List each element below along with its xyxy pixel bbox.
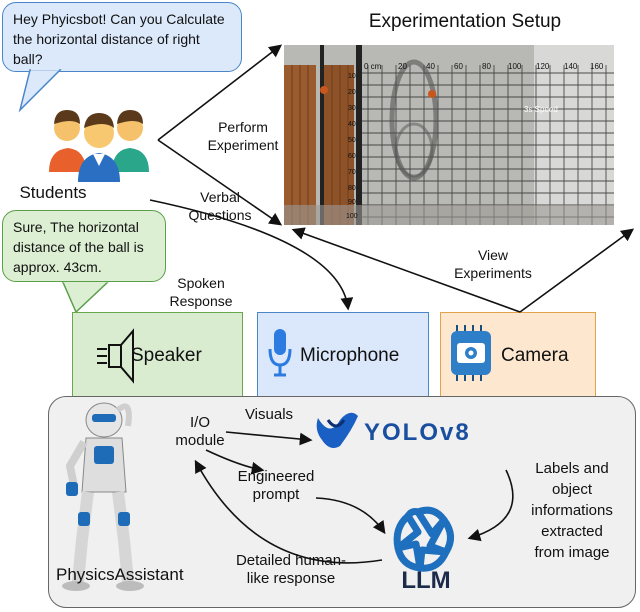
side-tick: 60 xyxy=(348,153,356,160)
side-tick: 70 xyxy=(348,169,356,176)
physics-assistant-label: PhysicsAssistant xyxy=(56,565,184,584)
experiment-photo: 0 cm 20 40 60 80 100 120 140 160 10 20 3… xyxy=(284,45,614,225)
speaker-box: Speaker xyxy=(72,312,243,398)
spoken-response-label: Spoken Response xyxy=(169,275,233,309)
side-tick: 100 xyxy=(346,213,358,220)
labels-extracted-text: Labels and object informations extracted… xyxy=(531,460,613,561)
side-tick: 80 xyxy=(348,185,356,192)
detailed-response-label: Detailed human- like response xyxy=(235,552,347,587)
camera-box: Camera xyxy=(440,312,596,398)
microphone-box: Microphone xyxy=(257,312,429,398)
ruler-tick: 140 xyxy=(564,62,578,71)
llm-label: LLM xyxy=(401,567,451,594)
experiment-scene xyxy=(284,45,614,225)
speaker-label: Speaker xyxy=(131,345,202,366)
students-label: Students xyxy=(19,183,87,202)
ruler-tick: 60 xyxy=(454,62,463,71)
ruler-tick: 40 xyxy=(426,62,435,71)
answer-bubble: Sure, The horizontal distance of the bal… xyxy=(2,210,166,282)
ruler-tick: 120 xyxy=(536,62,550,71)
ruler-tick: 20 xyxy=(398,62,407,71)
perform-experiment-label: Perform Experiment xyxy=(207,119,279,153)
yolo-label: YOLOv8 xyxy=(364,419,471,446)
side-tick: 90 xyxy=(348,199,356,206)
side-tick: 30 xyxy=(348,105,356,112)
microphone-label: Microphone xyxy=(300,345,400,366)
question-text: Hey Phyicsbot! Can you Calculate the hor… xyxy=(13,11,225,67)
ruler-tick: 160 xyxy=(590,62,604,71)
speaker-icon xyxy=(97,328,134,384)
view-experiments-label: View Experiments xyxy=(454,247,532,281)
camera-label: Camera xyxy=(501,345,569,366)
side-tick: 20 xyxy=(348,89,356,96)
question-bubble: Hey Phyicsbot! Can you Calculate the hor… xyxy=(2,2,242,72)
ruler-tick: 100 xyxy=(508,62,522,71)
verbal-questions-label: Verbal Questions xyxy=(188,189,252,223)
side-tick: 40 xyxy=(348,121,356,128)
ruler-tick: 0 cm xyxy=(364,62,382,71)
speed-label: 3s Speed xyxy=(524,105,558,114)
side-tick: 50 xyxy=(348,137,356,144)
experiment-title: Experimentation Setup xyxy=(368,11,562,32)
io-module-label: I/O module xyxy=(175,414,225,449)
answer-text: Sure, The horizontal distance of the bal… xyxy=(13,219,144,275)
microphone-icon xyxy=(268,329,292,377)
ruler-tick: 80 xyxy=(482,62,491,71)
camera-icon xyxy=(451,325,491,381)
visuals-label: Visuals xyxy=(244,406,294,423)
side-tick: 10 xyxy=(348,73,356,80)
